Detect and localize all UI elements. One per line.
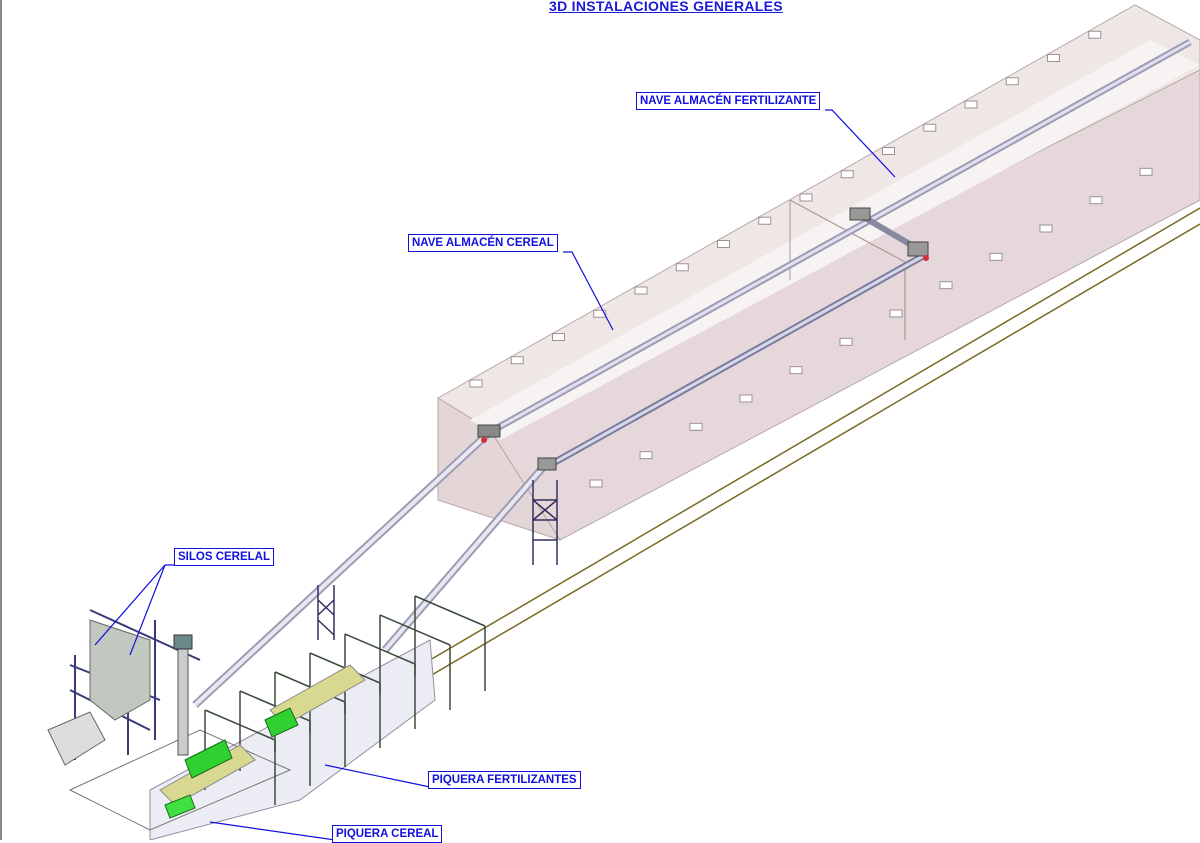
window [758, 216, 772, 225]
utility-line [429, 207, 1200, 661]
window [589, 479, 603, 488]
window [1039, 224, 1053, 233]
leader-silos-2 [129, 564, 166, 656]
window [717, 240, 730, 248]
window [989, 252, 1003, 261]
leader-fertilizer-hopper [324, 764, 431, 788]
window [839, 337, 853, 346]
front-long-wall [489, 69, 1200, 541]
window [1089, 196, 1103, 205]
hopper-building-walls [149, 639, 436, 840]
window [1139, 167, 1153, 176]
window [675, 263, 689, 272]
window [939, 281, 953, 290]
motor-marker [481, 437, 487, 443]
elevator-head [173, 634, 193, 650]
window [1088, 30, 1102, 39]
window [469, 379, 483, 388]
hopper-green [264, 707, 299, 738]
conveyor-fertilizer-incline-inner [383, 463, 547, 652]
leader-cereal-hopper [209, 821, 336, 840]
hopper-green [164, 794, 196, 819]
window [739, 394, 753, 403]
drawing-title: 3D INSTALACIONES GENERALES [549, 0, 783, 14]
label-fertilizer-warehouse: NAVE ALMACÉN FERTILIZANTE [636, 92, 821, 110]
cereal-silos [47, 609, 201, 766]
window [1005, 77, 1019, 86]
windows [469, 30, 1153, 488]
drive-head [537, 457, 557, 471]
leader-cereal-warehouse [563, 251, 614, 331]
support-towers [317, 480, 558, 640]
drive-head [849, 207, 871, 221]
window [639, 451, 653, 460]
window [1047, 54, 1060, 62]
page-border [0, 0, 2, 840]
window [923, 123, 937, 132]
truck [47, 711, 106, 766]
hopper-green [184, 739, 233, 779]
window [840, 170, 854, 179]
label-cereal-warehouse: NAVE ALMACÉN CEREAL [408, 234, 558, 252]
label-cereal-silos: SILOS CERELAL [174, 548, 275, 566]
window [552, 333, 565, 341]
hopper-building [68, 595, 486, 840]
steel-frame [414, 595, 486, 691]
support-tower [317, 585, 335, 640]
leader-lines [94, 109, 896, 840]
window [889, 309, 903, 318]
label-cereal-hopper: PIQUERA CEREAL [332, 825, 443, 843]
window [689, 422, 703, 431]
window [789, 366, 803, 375]
window [964, 100, 978, 109]
window [510, 356, 524, 365]
conveyor-cereal-incline-inner [193, 428, 494, 707]
window [799, 193, 813, 202]
conveyor-fertilizer-top-inner [547, 253, 926, 468]
window [593, 309, 607, 318]
label-fertilizer-hopper: PIQUERA FERTILIZANTES [428, 771, 581, 789]
support-tower [532, 480, 558, 565]
drive-head [477, 424, 501, 438]
elevator-leg [177, 644, 189, 756]
window [634, 286, 648, 295]
utility-line [429, 223, 1200, 677]
yard-outline [68, 729, 292, 831]
conveyors [192, 38, 1192, 708]
window [882, 147, 895, 155]
leader-fertilizer-warehouse [825, 109, 896, 178]
utility-lines [429, 207, 1200, 677]
motor-marker [923, 255, 929, 261]
conveyor-cereal-top-inner [489, 40, 1191, 434]
drive-head [907, 241, 929, 257]
silo-body [89, 619, 151, 721]
